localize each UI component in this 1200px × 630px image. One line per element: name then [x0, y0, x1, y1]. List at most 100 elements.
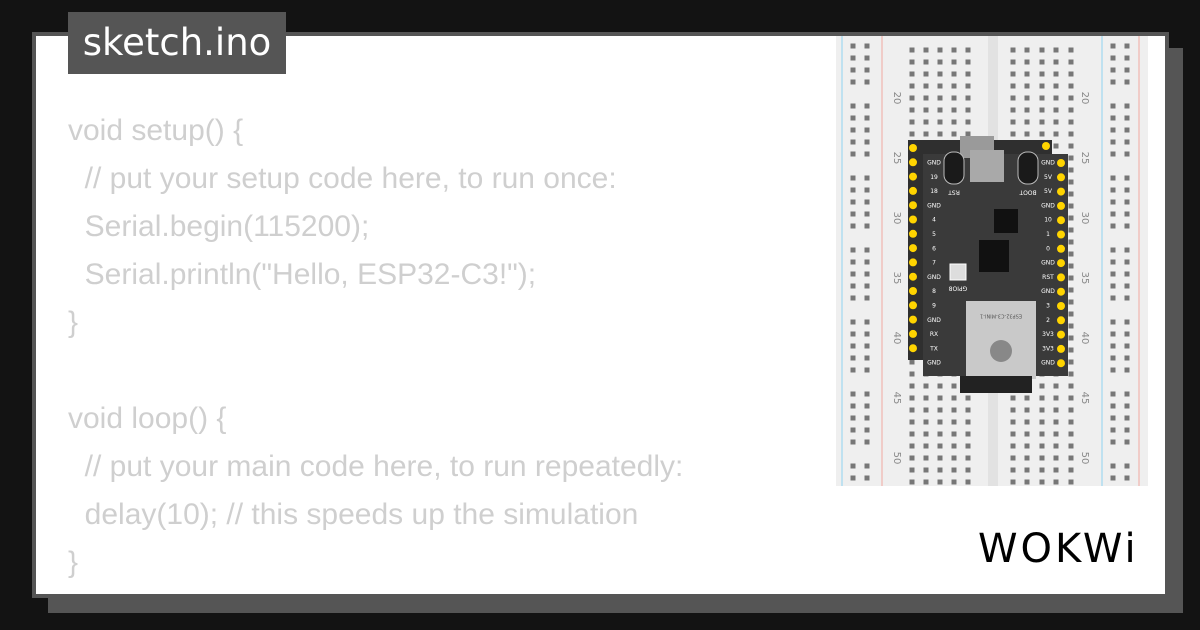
breadboard-hole [1039, 431, 1045, 437]
breadboard-hole [1053, 119, 1059, 125]
rail-hole [850, 391, 856, 397]
rail-hole [850, 415, 856, 421]
breadboard-hole [923, 83, 929, 89]
breadboard-hole [1068, 179, 1074, 185]
pin-header-left [909, 287, 917, 295]
rail-hole [850, 43, 856, 49]
rail-hole [1124, 331, 1130, 337]
rail-hole [1124, 67, 1130, 73]
breadboard-hole [1039, 395, 1045, 401]
breadboard-hole [1053, 383, 1059, 389]
rail-hole [1110, 271, 1116, 277]
rail-hole [1110, 259, 1116, 265]
breadboard-hole [909, 119, 915, 125]
breadboard-hole [1068, 59, 1074, 65]
rail-hole [850, 295, 856, 301]
pin-header-right [1057, 244, 1065, 253]
breadboard-hole [937, 83, 943, 89]
pin-header-left [909, 229, 917, 238]
file-tab-title: sketch.ino [68, 12, 286, 74]
breadboard-hole [923, 479, 929, 485]
rail-hole [1124, 427, 1130, 433]
breadboard-hole [1053, 131, 1059, 137]
rail-hole [1124, 475, 1130, 481]
rail-hole [864, 331, 870, 337]
breadboard-hole [1039, 407, 1045, 413]
breadboard-hole [951, 95, 957, 101]
breadboard-hole [1039, 119, 1045, 125]
pin-label-right: 0 [1046, 245, 1050, 252]
breadboard-hole [937, 467, 943, 473]
breadboard-hole [951, 119, 957, 125]
rail-hole [1110, 319, 1116, 325]
rail-hole [1124, 139, 1130, 145]
pin-header-left [909, 158, 917, 167]
pin-label-left: GND [927, 317, 941, 324]
code-line: } [68, 306, 79, 339]
breadboard-hole [1010, 431, 1016, 437]
row-label: 50 [1079, 452, 1090, 465]
breadboard-hole [1068, 479, 1074, 485]
breadboard-hole [1010, 107, 1016, 113]
rail-hole [1110, 127, 1116, 133]
rail-hole [1124, 319, 1130, 325]
breadboard-hole [1068, 83, 1074, 89]
pin-label-right: 1 [1046, 231, 1050, 238]
breadboard-hole [1039, 455, 1045, 461]
breadboard-hole [1010, 467, 1016, 473]
pin-header-right [1057, 216, 1065, 225]
rail-hole [1110, 391, 1116, 397]
breadboard-hole [923, 419, 929, 425]
rail-hole [864, 415, 870, 421]
boot-label: BOOT [1019, 189, 1036, 196]
breadboard-hole [1053, 95, 1059, 101]
breadboard-hole [1053, 71, 1059, 77]
pin-header-left [909, 344, 917, 353]
rst-button [943, 151, 965, 185]
breadboard-hole [909, 467, 915, 473]
breadboard-hole [1068, 371, 1074, 377]
breadboard-hole [923, 119, 929, 125]
breadboard-hole [1010, 95, 1016, 101]
breadboard-hole [1039, 47, 1045, 53]
pin-header-left [909, 301, 917, 310]
row-label: 35 [891, 272, 902, 285]
rst-label: RST [948, 189, 960, 196]
breadboard-hole [1039, 443, 1045, 449]
breadboard-hole [1053, 395, 1059, 401]
rail-hole [1124, 391, 1130, 397]
breadboard-hole [1024, 83, 1030, 89]
rail-hole [1124, 283, 1130, 289]
rail-hole [1124, 463, 1130, 469]
breadboard-hole [909, 359, 915, 365]
breadboard-hole [1068, 299, 1074, 305]
breadboard-hole [1068, 227, 1074, 233]
breadboard-hole [909, 107, 915, 113]
breadboard-hole [923, 47, 929, 53]
breadboard-hole [923, 455, 929, 461]
rail-hole [1110, 331, 1116, 337]
rail-hole [864, 43, 870, 49]
rail-hole [1110, 211, 1116, 217]
row-label: 30 [1079, 212, 1090, 225]
breadboard-hole [1068, 167, 1074, 173]
rail-hole [850, 319, 856, 325]
pin-header-left [909, 329, 917, 338]
breadboard-hole [965, 467, 971, 473]
pin-label-left: TX [929, 345, 938, 352]
pin-label-left: 18 [930, 188, 938, 195]
breadboard-hole [937, 95, 943, 101]
breadboard-hole [1010, 59, 1016, 65]
pin-header-left [909, 244, 917, 253]
breadboard-hole [1024, 119, 1030, 125]
pin-header-right [1057, 287, 1065, 296]
pin-header-left [909, 172, 917, 181]
breadboard-hole [1039, 71, 1045, 77]
rail-hole [1124, 295, 1130, 301]
pin-label-left: 7 [932, 260, 936, 267]
rail-hole [1124, 355, 1130, 361]
rail-hole [1110, 115, 1116, 121]
breadboard-hole [909, 431, 915, 437]
pin-label-right: GND [1041, 260, 1055, 267]
rail-hole [864, 259, 870, 265]
